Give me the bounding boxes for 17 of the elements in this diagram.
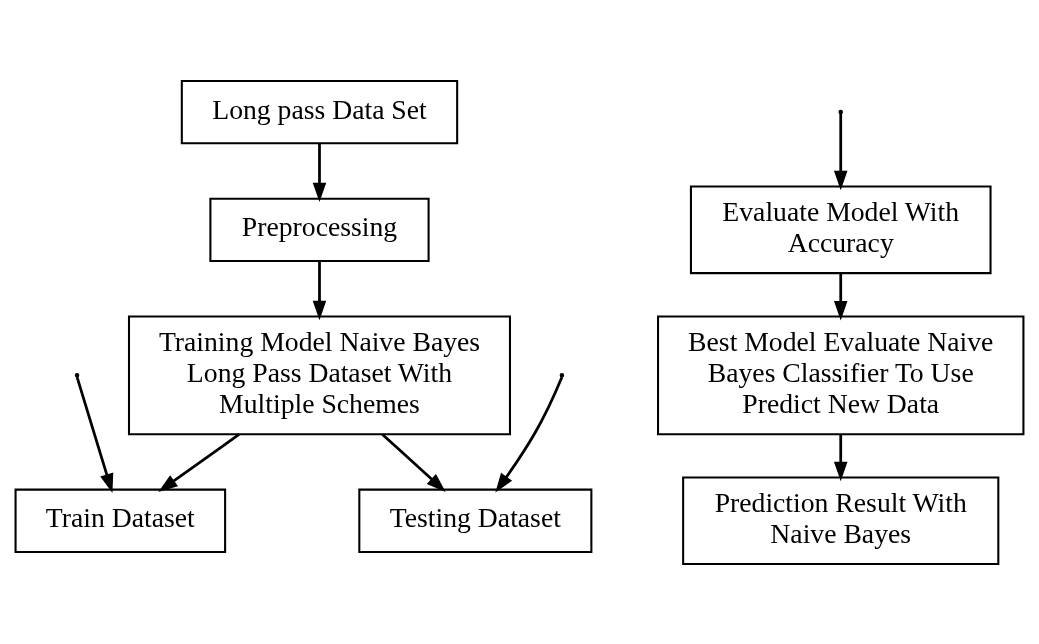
arrow [312, 143, 327, 202]
arrow [833, 272, 848, 320]
arrow [75, 376, 114, 493]
node-box: Long pass Data Set [180, 79, 459, 144]
node-box: Evaluate Model With Accuracy [689, 185, 992, 274]
node-box: Training Model Naive Bayes Long Pass Dataset With Multiple Schemes [127, 314, 512, 435]
node-box: Train Dataset [14, 488, 227, 553]
node-box: Preprocessing [209, 197, 430, 262]
arrow [833, 113, 848, 190]
node-box: Testing Dataset [358, 488, 593, 553]
arrow [833, 434, 848, 481]
arrow [495, 376, 564, 493]
node-box: Prediction Result With Naive Bayes [682, 475, 1000, 565]
arrow [381, 432, 446, 492]
arrow [158, 432, 240, 492]
arrow [312, 261, 327, 320]
node-box: Best Model Evaluate Naive Bayes Classifier To Use Predict New Data [657, 314, 1025, 435]
